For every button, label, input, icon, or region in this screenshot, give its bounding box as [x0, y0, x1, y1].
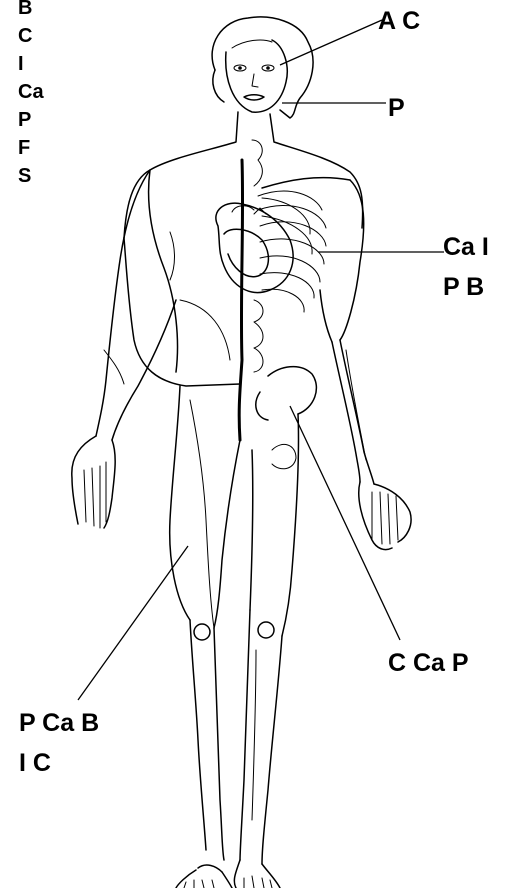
label-head: A C	[378, 6, 420, 36]
label-neck: P	[388, 93, 405, 123]
label-heart-line-2: P B	[443, 272, 484, 302]
torso-drawing	[124, 112, 363, 440]
label-heart-line-1: Ca I	[443, 232, 489, 262]
label-leg-line-1: P Ca B	[19, 708, 99, 738]
legs-drawing	[170, 367, 317, 888]
label-leg-line-2: I C	[19, 748, 51, 778]
label-hip: C Ca P	[388, 648, 469, 678]
